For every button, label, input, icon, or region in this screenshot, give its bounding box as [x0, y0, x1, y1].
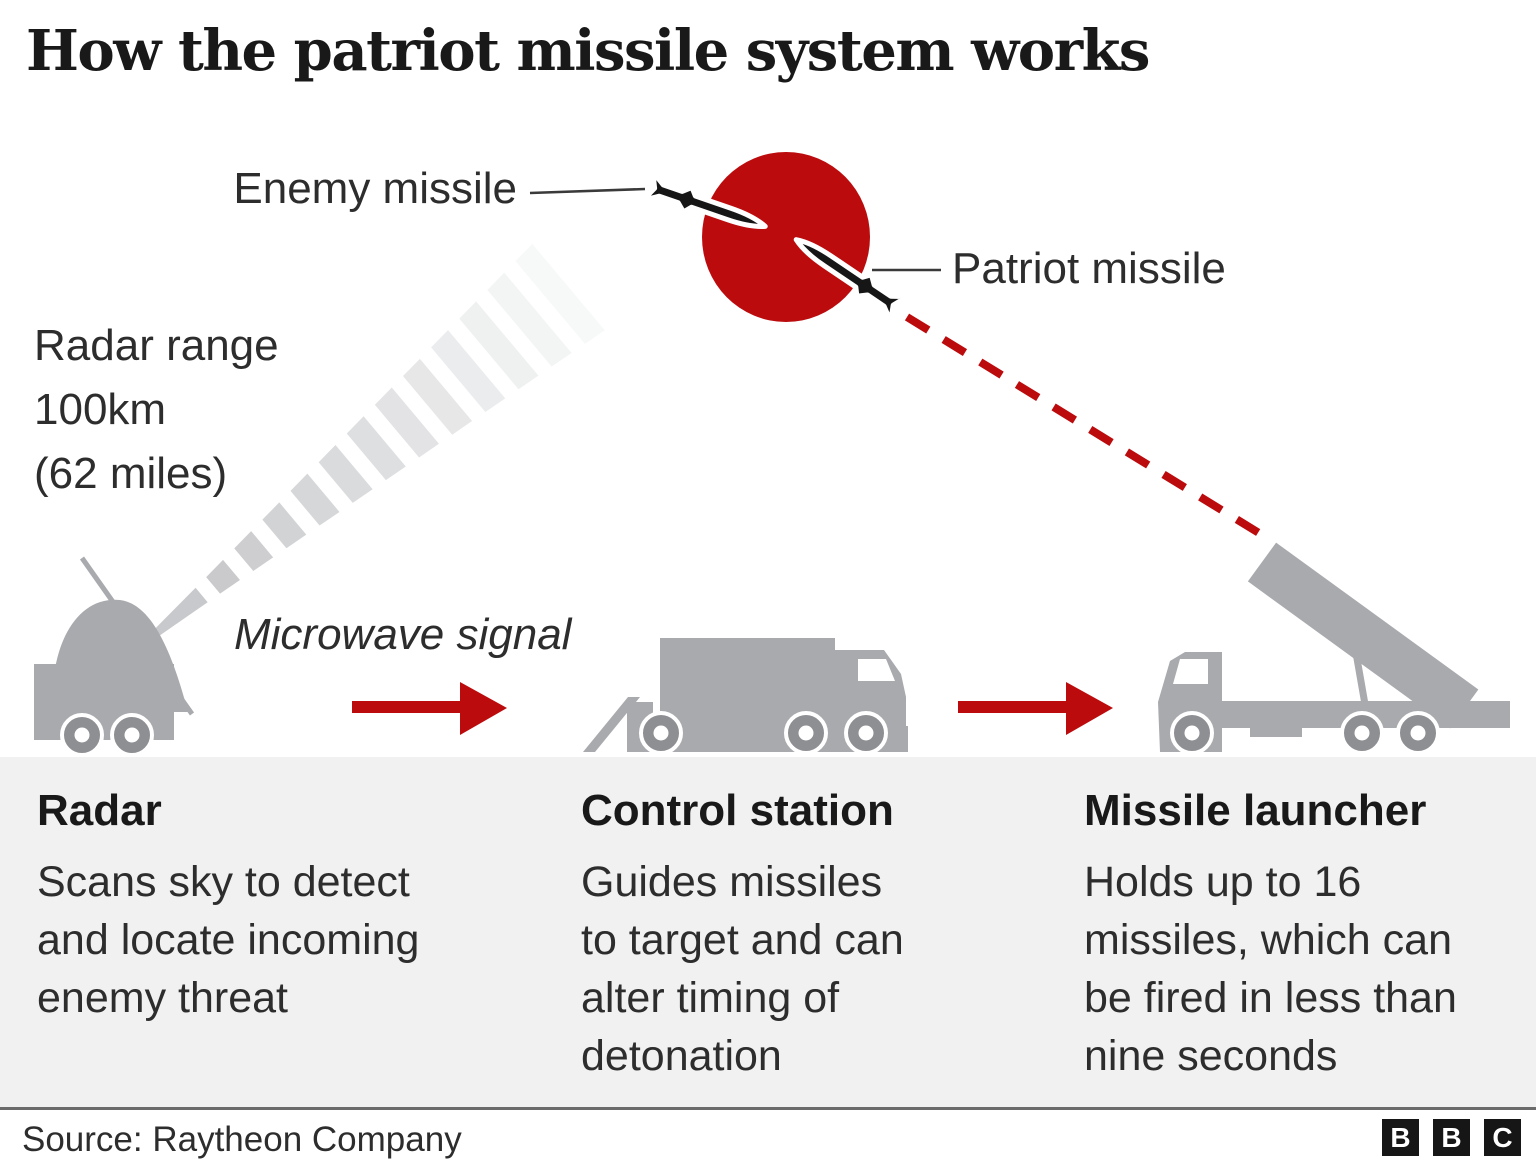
enemy-missile-label: Enemy missile — [233, 164, 517, 213]
radar-beam-icon — [146, 243, 605, 643]
page-title: How the patriot missile system works — [26, 18, 1150, 84]
bbc-logo-letter: B — [1382, 1119, 1419, 1156]
enemy-missile-leader-line — [529, 187, 646, 195]
info-panel — [0, 757, 1536, 1110]
radar-column-body: Scans sky to detect and locate incoming … — [37, 858, 420, 1022]
missile-launcher-column: Missile launcher Holds up to 16 missiles… — [1084, 757, 1524, 1110]
cab-window — [858, 659, 895, 681]
radar-truck-icon — [34, 556, 195, 757]
signal-arrow-icon — [352, 682, 507, 735]
control-station-truck-icon — [583, 638, 908, 755]
missile-launcher-truck-icon — [1158, 542, 1510, 755]
missile-launcher-column-heading: Missile launcher — [1084, 786, 1427, 835]
microwave-signal-label: Microwave signal — [234, 610, 572, 659]
patriot-missile-icon — [793, 237, 910, 324]
cab-window — [1173, 659, 1208, 684]
signal-arrow-icon — [958, 682, 1113, 735]
trajectory-dashed-line — [904, 313, 1275, 545]
control-station-column-heading: Control station — [581, 786, 894, 835]
control-station-column-body: Guides missiles to target and can alter … — [581, 858, 904, 1080]
enemy-missile-icon — [640, 169, 768, 230]
radar-column: Radar Scans sky to detect and locate inc… — [37, 757, 547, 1110]
missile-launcher-column-body: Holds up to 16 missiles, which can be fi… — [1084, 858, 1457, 1080]
radar-column-heading: Radar — [37, 786, 162, 835]
bbc-logo-letter: B — [1433, 1119, 1470, 1156]
control-station-column: Control station Guides missiles to targe… — [581, 757, 1061, 1110]
source-credit: Source: Raytheon Company — [22, 1120, 462, 1159]
patriot-missile-label: Patriot missile — [952, 244, 1226, 293]
explosion-icon — [702, 152, 870, 322]
bbc-logo-letter: C — [1484, 1119, 1521, 1156]
radar-range-label: Radar range 100km (62 miles) — [34, 321, 279, 498]
launcher-truck-wheels — [1170, 711, 1440, 755]
control-truck-wheels — [639, 711, 888, 755]
bbc-logo: B B C — [1382, 1119, 1521, 1156]
radar-truck-wheels — [60, 713, 154, 757]
